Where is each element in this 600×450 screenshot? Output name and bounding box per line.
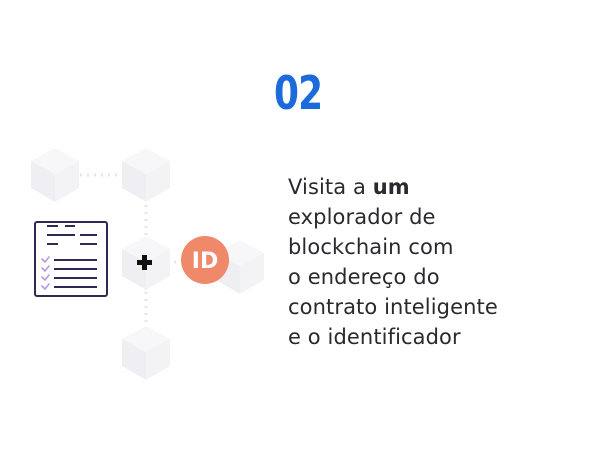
description-line: Visita a um [288,172,588,202]
blockchain-cube-icon [122,326,170,380]
contract-document-icon [34,221,108,297]
id-badge: ID [181,236,229,284]
id-badge-label: ID [192,249,218,274]
description-plain-text: Visita a [288,175,373,199]
description-bold-text: explorador de [288,205,436,229]
description-line: o endereço do [288,262,588,292]
description-line: blockchain com [288,232,588,262]
description-bold-text: blockchain com [288,235,454,259]
step-description: Visita a um explorador de blockchain com… [288,172,588,352]
step-number: 02 [274,66,323,120]
description-bold-text: um [372,175,410,199]
description-line: e o identificador [288,322,588,352]
blockchain-cube-icon [122,148,170,202]
blockchain-illustration: ID [31,148,264,380]
description-line: explorador de [288,202,588,232]
plus-icon [137,255,152,270]
description-line: contrato inteligente [288,292,588,322]
blockchain-cube-icon [31,148,79,202]
description-bold-text: contrato inteligente [288,295,498,319]
description-bold-text: e o identificador [288,325,461,349]
description-bold-text: o endereço do [288,265,440,289]
